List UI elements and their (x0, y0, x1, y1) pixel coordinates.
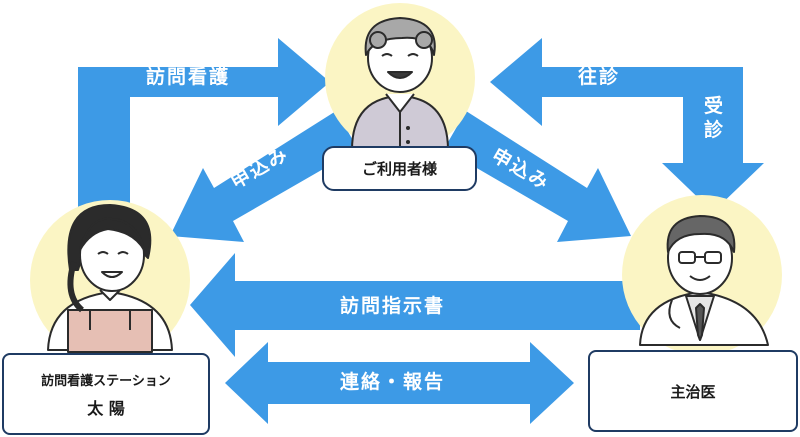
doctor-avatar (639, 215, 769, 346)
label-home-nursing: 訪問看護 (146, 66, 231, 88)
doctor-label: 主治医 (670, 382, 716, 401)
doctor-node: 主治医 (588, 350, 798, 432)
arrow-apply-right (444, 111, 631, 242)
nurse-avatar (47, 204, 173, 353)
user-label: ご利用者様 (361, 160, 437, 178)
station-label: 訪問看護ステーション (41, 373, 171, 389)
label-instruction: 訪問指示書 (340, 295, 446, 317)
arrow-contact-report (225, 342, 574, 424)
user-node: ご利用者様 (322, 146, 477, 191)
label-doctor-visit: 往診 (578, 66, 621, 88)
user-avatar (351, 17, 449, 151)
arrow-apply-left (170, 111, 358, 242)
label-clinic-visit: 受診 (704, 95, 726, 141)
arrow-instruction (190, 253, 640, 357)
station-node: 訪問看護ステーション 太 陽 (2, 353, 210, 435)
label-contact-report: 連絡・報告 (340, 371, 446, 393)
arrow-nurse-to-user (78, 38, 330, 215)
station-name: 太 陽 (87, 398, 125, 418)
arrow-user-to-doctor (490, 38, 764, 212)
